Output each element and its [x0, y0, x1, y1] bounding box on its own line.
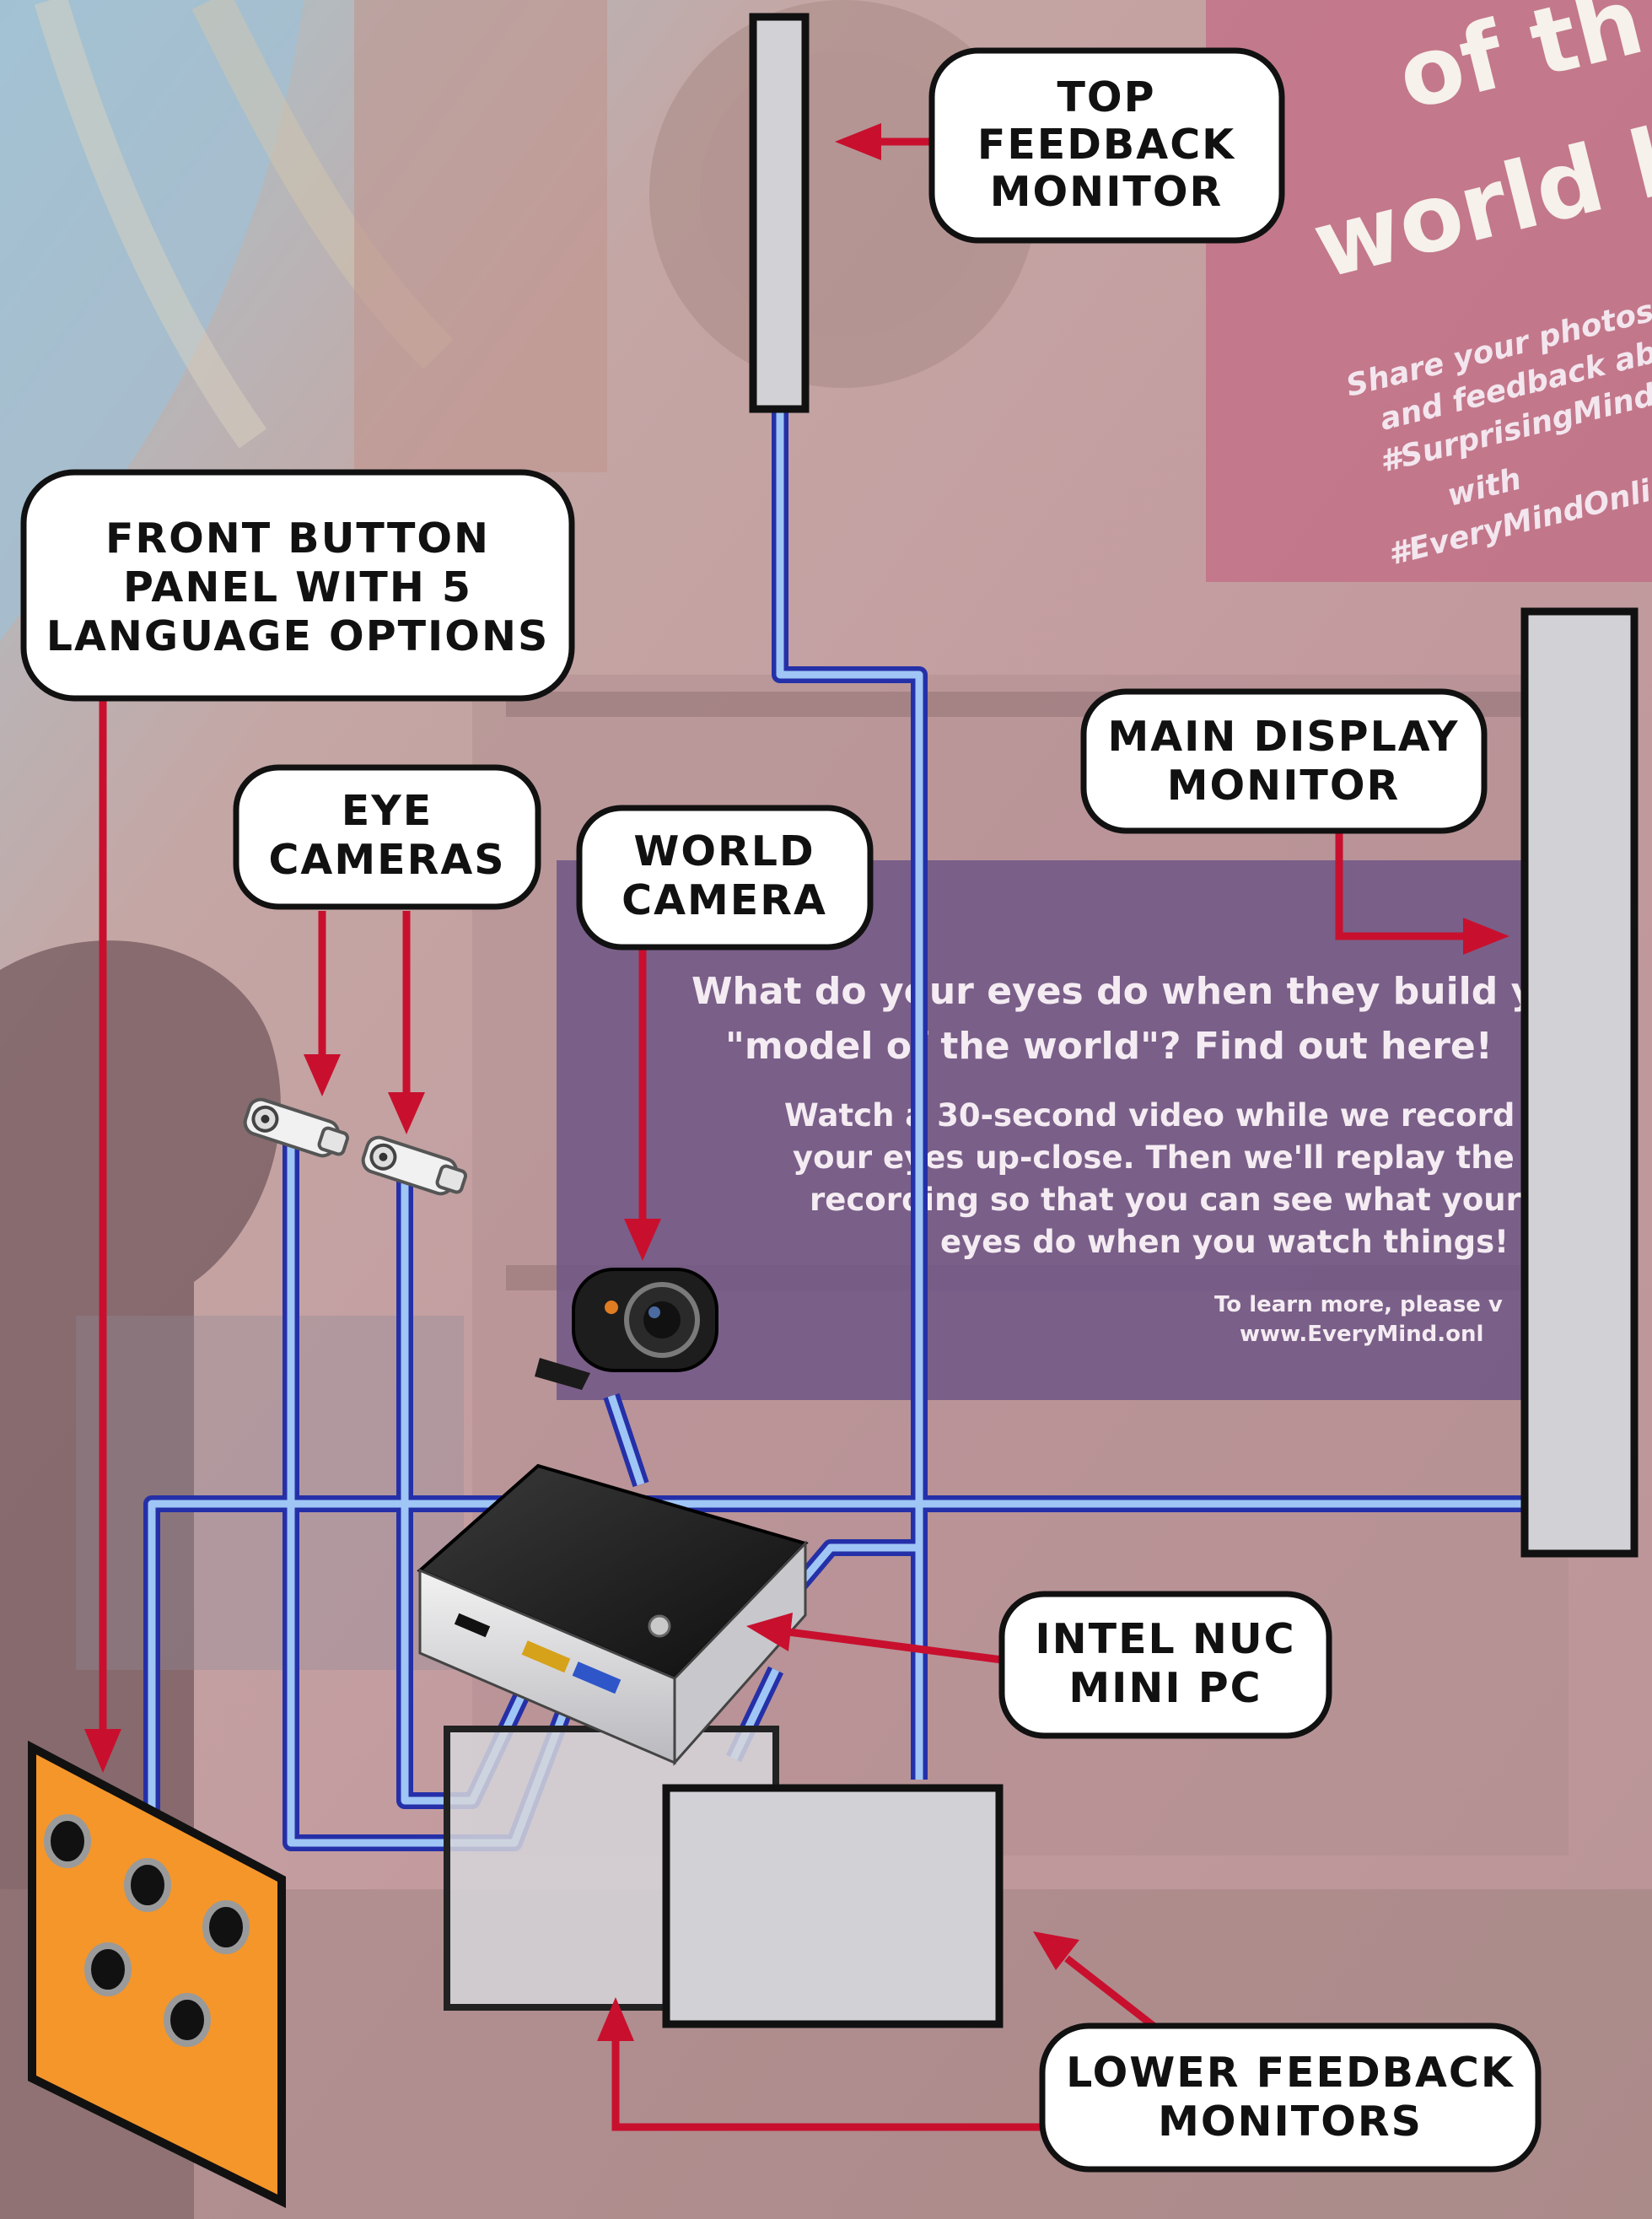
language-button-4[interactable]	[84, 1942, 132, 1996]
callout-world-camera: WORLD CAMERA	[576, 805, 874, 951]
callout-lower-feedback-monitors: LOWER FEEDBACK MONITORS	[1039, 2022, 1542, 2173]
arrow-lower-monitor-front	[1064, 1955, 1165, 2036]
arrowhead-lower-monitor-front	[1033, 1931, 1079, 1970]
callout-top-feedback-monitor: TOP FEEDBACK MONITOR	[928, 47, 1285, 244]
callout-top-line-1: TOP	[1057, 73, 1156, 121]
callout-world-line-1: WORLD	[633, 827, 815, 875]
poster-body-2: your eyes up-close. Then we'll replay th…	[793, 1139, 1515, 1176]
arrow-main-display-monitor	[1335, 833, 1467, 940]
main-display-monitor	[1520, 607, 1639, 1558]
callout-lower-line-2: MONITORS	[1158, 2098, 1423, 2146]
poster-footer-2: www.EveryMind.onl	[1240, 1322, 1483, 1347]
callout-nuc-line-2: MINI PC	[1068, 1664, 1262, 1712]
intel-nuc-mini-pc	[417, 1463, 809, 1766]
poster-headline-2: "model of the world"? Find out here!	[725, 1025, 1493, 1068]
callout-main-line-1: MAIN DISPLAY	[1107, 713, 1459, 761]
arrowhead-top-feedback	[835, 123, 881, 160]
callout-top-line-2: FEEDBACK	[977, 121, 1235, 169]
callout-main-line-2: MONITOR	[1167, 762, 1400, 810]
callout-nuc-line-1: INTEL NUC	[1035, 1615, 1295, 1663]
callout-eye-line-1: EYE	[342, 787, 433, 835]
language-button-5[interactable]	[164, 1993, 211, 2047]
world-camera-webcam	[535, 1268, 718, 1390]
poster-body-4: eyes do when you watch things!	[940, 1224, 1509, 1260]
front-button-panel	[28, 1740, 286, 2209]
language-button-1[interactable]	[44, 1814, 91, 1868]
callout-intel-nuc: INTEL NUC MINI PC	[998, 1591, 1332, 1739]
arrowhead-eye-right	[388, 1092, 425, 1134]
callout-button-line-3: LANGUAGE OPTIONS	[46, 612, 550, 660]
callout-main-display-monitor: MAIN DISPLAY MONITOR	[1080, 688, 1488, 834]
callout-world-line-2: CAMERA	[622, 876, 827, 924]
callout-front-button-panel: FRONT BUTTON PANEL WITH 5 LANGUAGE OPTIO…	[20, 469, 575, 702]
arrowheads	[84, 123, 1509, 2041]
arrowhead-intel-nuc	[746, 1613, 793, 1651]
poster-headline-1: What do your eyes do when they build y	[691, 970, 1535, 1013]
arrow-intel-nuc	[788, 1628, 1003, 1664]
language-button-group	[44, 1814, 250, 2047]
arrowhead-main-display	[1463, 918, 1509, 955]
pointer-arrows	[99, 137, 1467, 2131]
arrow-lower-monitor-back	[611, 2041, 1046, 2131]
eye-camera-right	[361, 1135, 467, 1196]
language-button-2[interactable]	[124, 1858, 171, 1912]
poster-body-1: Watch a 30-second video while we record	[784, 1097, 1515, 1134]
callout-eye-cameras: EYE CAMERAS	[233, 764, 541, 910]
arrowhead-button-panel	[84, 1729, 121, 1773]
eye-camera-left	[243, 1097, 349, 1158]
callout-top-line-3: MONITOR	[990, 168, 1223, 216]
callout-button-line-2: PANEL WITH 5	[123, 563, 472, 611]
arrowhead-lower-monitor-back	[597, 1997, 634, 2041]
callout-eye-line-2: CAMERAS	[268, 836, 505, 884]
arrowhead-eye-left	[304, 1054, 341, 1096]
poster-body-3: recording so that you can see what your	[810, 1182, 1522, 1218]
callout-lower-line-1: LOWER FEEDBACK	[1066, 2049, 1515, 2097]
poster-footer-1: To learn more, please v	[1214, 1292, 1503, 1317]
lower-feedback-monitor-front	[662, 1784, 1004, 2028]
callout-button-line-1: FRONT BUTTON	[105, 514, 490, 563]
top-feedback-monitor	[749, 13, 810, 413]
language-button-3[interactable]	[202, 1900, 250, 1954]
arrowhead-world-camera	[624, 1219, 661, 1261]
